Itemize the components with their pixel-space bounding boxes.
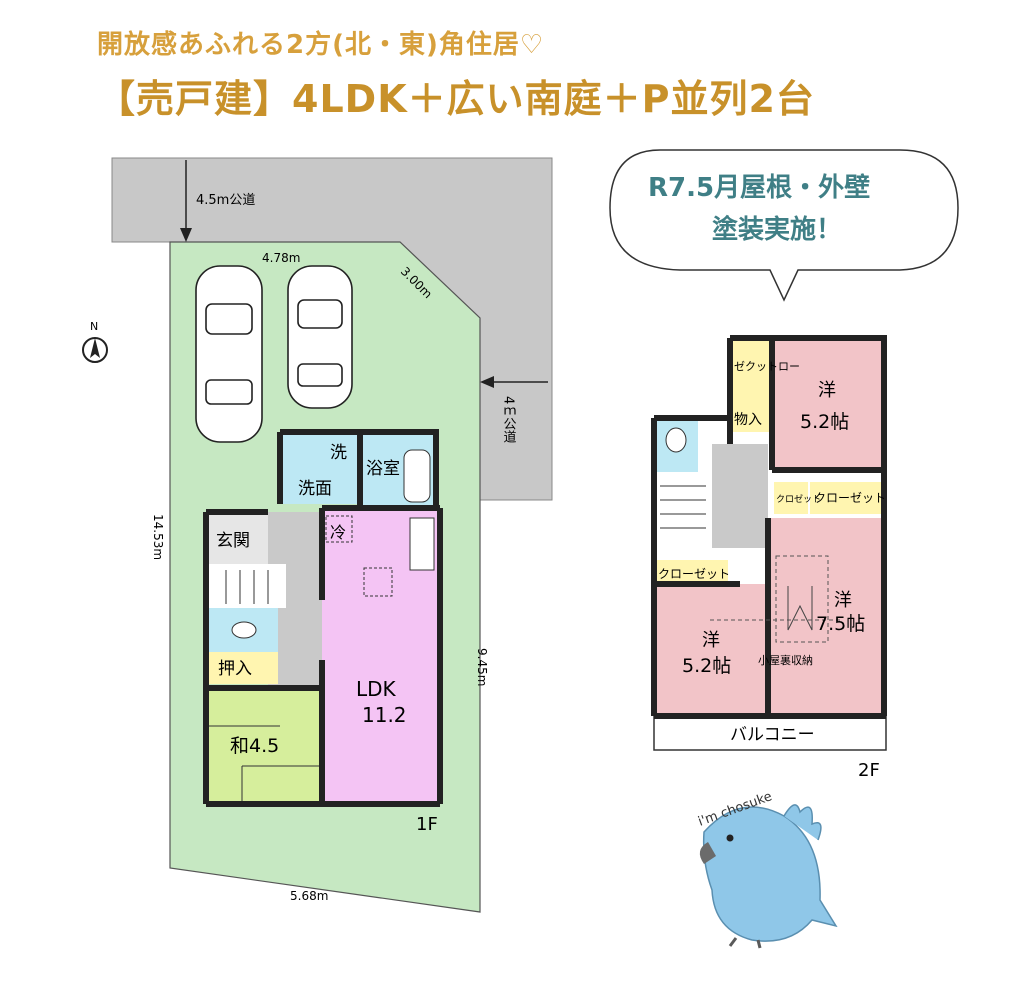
bedroom-left xyxy=(654,584,768,714)
storage2 xyxy=(730,402,772,432)
stairs1 xyxy=(206,564,286,608)
dim-top: 4.78m xyxy=(262,251,300,265)
closet1 xyxy=(206,652,278,684)
tatami-room xyxy=(206,688,322,804)
label-closet-1: クローゼット xyxy=(814,491,886,505)
car-icon xyxy=(287,265,353,409)
washroom xyxy=(280,432,360,504)
header-subtitle: 開放感あふれる2方(北・東)角住居♡ xyxy=(97,30,545,60)
parrot-mascot-icon: i'm chosuke xyxy=(696,789,838,949)
label-bath: 浴室 xyxy=(366,459,400,479)
floor2-label: 2F xyxy=(858,760,880,781)
balcony xyxy=(653,715,887,751)
label-walk-in: ゼクットロー xyxy=(734,360,800,373)
label-west-left: 洋 xyxy=(702,630,720,651)
label-storage: 物入 xyxy=(734,412,762,428)
floor1-label: 1F xyxy=(416,814,438,835)
label-japanese: 和4.5 xyxy=(230,735,279,757)
label-ldk-size: 11.2 xyxy=(362,703,407,727)
dim-left: 14.53m xyxy=(151,514,165,560)
label-west-right: 洋 xyxy=(834,590,852,611)
road-north-label: 4.5m公道 xyxy=(196,193,255,208)
label-west-top: 洋 xyxy=(818,380,836,401)
entrance xyxy=(206,512,268,564)
label-closet-2: クローゼット xyxy=(658,567,730,581)
floor1-plan: 洗 洗面 浴室 玄関 冷 押入 LDK 11.2 和4.5 1F xyxy=(203,429,443,835)
bubble-line1: R7.5月屋根・外壁 xyxy=(648,172,870,203)
label-west-top-size: 5.2帖 xyxy=(800,411,849,433)
floor2-plan: ゼクットロー 物入 洋 5.2帖 クロゼット クローゼット クローゼット 洋 7… xyxy=(651,335,887,781)
dim-right: 9.45m xyxy=(475,648,489,686)
label-closet-small: クロゼット xyxy=(776,493,821,505)
label-ldk: LDK xyxy=(356,677,397,701)
car-icon xyxy=(195,265,263,443)
speech-bubble: R7.5月屋根・外壁 塗装実施！ xyxy=(609,149,959,302)
label-closet: 押入 xyxy=(218,659,252,679)
hall2 xyxy=(712,444,768,548)
label-west-right-size: 7.5帖 xyxy=(816,613,865,635)
north-compass-icon: N xyxy=(82,320,108,363)
label-west-left-size: 5.2帖 xyxy=(682,655,731,677)
header-title: 【売戸建】4LDK＋広い南庭＋P並列2台 xyxy=(97,77,815,121)
label-fridge: 冷 xyxy=(330,523,346,542)
label-washroom: 洗面 xyxy=(298,479,332,499)
label-attic: 小屋裏収納 xyxy=(758,653,813,667)
north-label: N xyxy=(90,320,98,333)
bubble-line2: 塗装実施！ xyxy=(712,214,842,245)
dim-bottom: 5.68m xyxy=(290,889,328,903)
bedroom-top xyxy=(774,338,884,470)
label-entrance: 玄関 xyxy=(216,531,250,551)
stairs2 xyxy=(654,472,712,552)
label-balcony: バルコニー xyxy=(730,725,815,745)
label-laundry: 洗 xyxy=(330,443,347,463)
walk-in-closet xyxy=(730,338,772,402)
road-east-label: 4ｍ公道 xyxy=(501,396,517,444)
